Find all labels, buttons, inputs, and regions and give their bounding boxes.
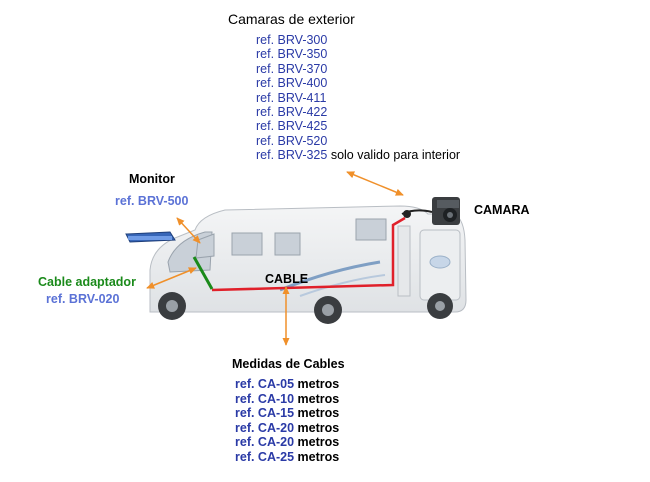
adapter-ref: ref. BRV-020: [46, 292, 120, 306]
monitor-illustration: [125, 231, 176, 243]
list-item: ref. BRV-400: [256, 76, 328, 91]
list-item: ref. BRV-300: [256, 33, 328, 47]
monitor-label: Monitor: [129, 172, 175, 186]
cable-line: [211, 216, 406, 292]
cable-lengths-list: ref. CA-05 metros ref. CA-10 metros ref.…: [235, 377, 339, 465]
motorhome-illustration: [149, 205, 467, 324]
list-item: ref. BRV-411: [256, 90, 327, 105]
list-item: ref. BRV-325 solo valido para interior: [256, 148, 461, 163]
list-item: ref. BRV-520: [256, 133, 328, 148]
cable-label: CABLE: [265, 272, 309, 286]
exterior-cameras-title: Camaras de exterior: [228, 11, 355, 27]
arrow-adapter: [146, 267, 197, 289]
camera-illustration: [401, 197, 460, 225]
list-item: ref. CA-25 metros: [235, 449, 340, 464]
list-item: ref. CA-15 metros: [235, 406, 340, 421]
arrow-exterior-to-camera: [346, 171, 404, 196]
list-item: ref. BRV-370: [256, 61, 328, 76]
list-item: ref. BRV-422: [256, 104, 328, 119]
list-item: ref. BRV-350: [256, 47, 328, 62]
camera-label: CAMARA: [474, 203, 530, 217]
interior-note: solo valido para interior: [330, 148, 461, 163]
exterior-cameras-list: ref. BRV-300 ref. BRV-350 ref. BRV-370 r…: [256, 33, 460, 163]
adapter-label: Cable adaptador: [38, 275, 136, 289]
list-item: ref. CA-10 metros: [235, 391, 340, 406]
arrow-monitor: [176, 217, 201, 244]
adapter-cable-line: [192, 256, 214, 290]
list-item: ref. CA-20 metros: [235, 420, 340, 435]
monitor-ref: ref. BRV-500: [115, 194, 189, 208]
cable-lengths-title: Medidas de Cables: [232, 357, 345, 371]
list-item: ref. BRV-425: [256, 119, 328, 134]
list-item: ref. CA-05 metros: [235, 377, 340, 391]
list-item: ref. CA-20 metros: [235, 435, 340, 450]
